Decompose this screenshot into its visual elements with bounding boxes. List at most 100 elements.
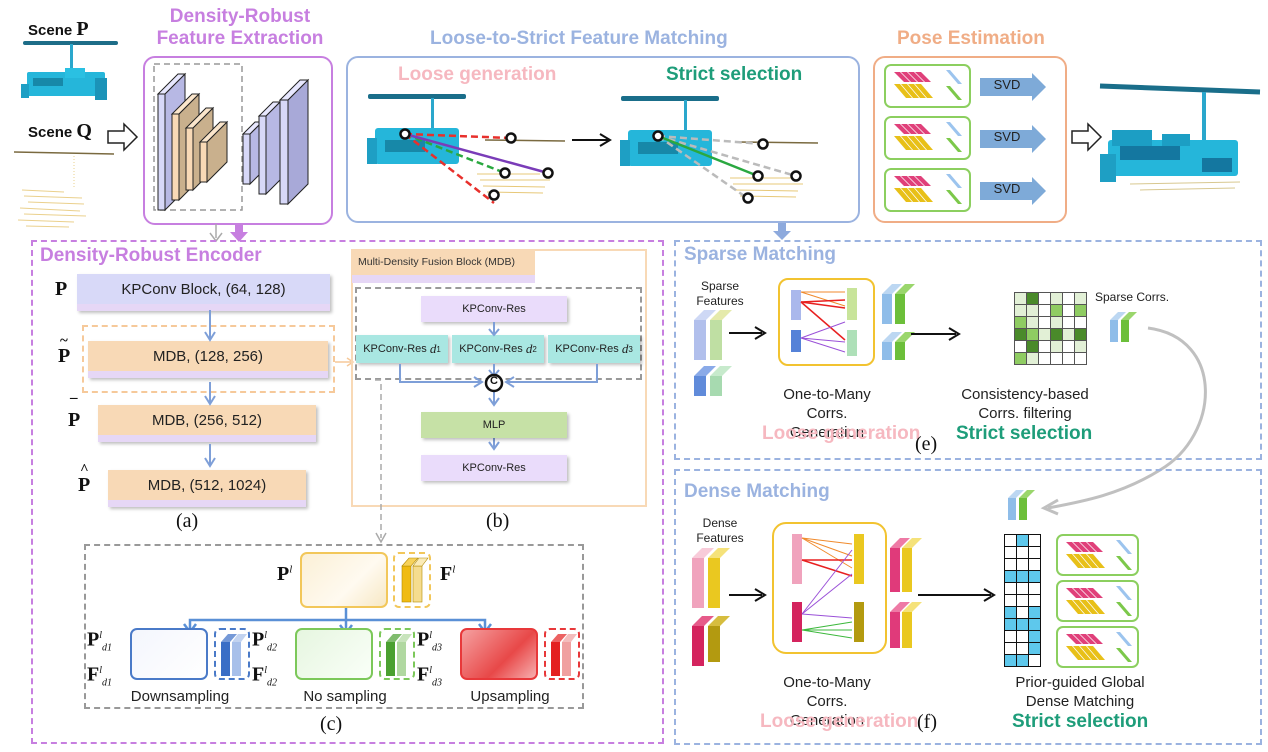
sparse-filter-label: Consistency-based Corrs. filtering [955,385,1095,423]
matching-title: Loose-to-Strict Feature Matching [430,28,728,49]
concat-symbol: C [490,375,498,387]
dense-candidate-features-icon [890,538,922,648]
branch-feature-thumb [379,628,415,680]
mdb-highlight-dashed-box [82,325,335,393]
svd-arrow [980,73,1046,101]
input-feature-letter: F [440,563,453,585]
branch-feature-stack-icon [221,634,247,676]
scene-p-text: Scene [28,22,73,39]
caption-b: (b) [486,510,510,532]
branch-label: Downsampling [130,688,230,705]
consistency-matrix [1014,292,1087,365]
caption-f: (f) [917,711,937,733]
dense-gen-label: One-to-Many Corrs. Generation [770,673,884,730]
mdb-title: Multi-Density Fusion Block (MDB) [352,250,535,275]
pose-correspondence-stack-icon [894,70,962,100]
input-point-symbol: Pl [277,563,293,585]
scene-q-symbol: Q [76,120,92,142]
input-arrow-icon [107,122,139,152]
branch-point-symbol: Pld2 Fld2 [252,628,277,689]
dense-match-line1: Prior-guided Global [1015,674,1145,691]
encoder-symbol-text: P [68,409,81,431]
sparse-corrs-label: Sparse Corrs. [1095,290,1170,304]
branch-label: Upsampling [470,688,550,705]
branch-sub-p: 2 [272,642,277,654]
dense-features-stack-icon [692,548,730,666]
sparse-gen-label: One-to-Many Corrs. Generation [770,385,884,442]
encoder-level-symbol: P [55,278,67,301]
dense-title: Dense Matching [684,481,830,502]
encoder-block: MDB, (256, 512) [98,405,316,442]
pose-correspondence-stack-icon [894,174,962,204]
sparse-candidate-features-icon [882,284,915,360]
mdb-branch-label: KPConv-Res [459,343,523,355]
dense-input-arrow-icon [729,588,767,602]
branch-point-cloud-thumb [295,628,373,680]
sparse-section [674,240,1262,460]
branch-sub-p: 3 [437,642,442,654]
branch-sub-f: 2 [272,677,277,689]
sparse-correspondence-box [778,278,875,366]
branch-point-cloud-thumb [130,628,208,680]
branch-point-symbol: Pld3 Fld3 [417,628,442,689]
scene-p-label: Scene P [28,18,89,41]
sparse-features-line2: Features [696,294,744,308]
dense-one-to-many-icon [792,534,864,642]
consistency-matrix-cell [1074,352,1087,365]
matching-panel [346,56,860,223]
registered-point-cloud [1099,83,1261,191]
encoder-symbol-letter: P [55,278,67,301]
encoder-block-label: MDB, (128, 256) [88,341,328,371]
sparse-features-line1: Sparse [700,279,740,293]
strict-selection-illustration [620,96,819,204]
caption-a: (a) [176,510,199,532]
sparse-filter-line2: Corrs. filtering [978,405,1072,422]
scene-q-label: Scene Q [28,120,92,143]
mdb-to-sampling-arrow [375,379,387,544]
mdb-kpconv-res-bottom: KPConv-Res [421,455,567,481]
sparse-one-to-many-icon [791,288,857,356]
dense-matrix-cell [1028,654,1041,667]
input-point-cloud-thumb [300,552,388,608]
loose-to-strict-arrow-icon [572,133,612,147]
encoder-section [31,240,664,744]
encoder-block: MDB, (128, 256) [88,341,328,378]
encoder-block-label: MDB, (256, 512) [98,405,316,435]
mdb-flow-arrows [399,322,598,451]
dense-hypothesis-box [1056,534,1139,576]
svd-arrow [980,177,1046,205]
sparse-features-stack-icon [694,310,732,396]
dense-match-label: Prior-guided Global Dense Matching [1000,673,1160,711]
branch-feature-stack-icon [386,634,412,676]
branch-label: No sampling [303,688,387,705]
dense-hypothesis-stack-icon [1066,540,1132,570]
encoder-flow-arrows [204,310,216,468]
output-arrow-icon [1071,122,1103,152]
dense-features-label: Dense Features [680,516,760,546]
branch-sub-f: 3 [437,677,442,689]
encoder-symbol-text: P [78,474,91,496]
branch-sub-p: 1 [107,642,112,654]
loose-generation-illustration [367,94,566,204]
svd-label: SVD [993,181,1021,196]
scene-q-text: Scene [28,124,73,141]
extraction-title-line1: Density-Robust [169,6,311,27]
encoder-block-label: KPConv Block, (64, 128) [77,274,330,304]
dense-strict-label: Strict selection [1012,711,1149,732]
dense-correspondence-box [772,522,887,654]
sparse-gen-line1: One-to-Many [783,386,871,403]
pose-hypothesis-box [884,116,971,160]
sparse-corrs-icon [1110,312,1137,342]
pose-hypothesis-box [884,64,971,108]
encoder-block-label: MDB, (512, 1024) [108,470,306,500]
sparse-loose-label: Loose generation [762,423,921,444]
encoder-block: KPConv Block, (64, 128) [77,274,330,311]
pose-correspondence-stack-icon [894,122,962,152]
branch-point-symbol: Pld1 Fld1 [87,628,112,689]
dense-match-line2: Dense Matching [1025,693,1135,710]
encoder-decoder-network-icon [153,63,310,212]
branch-feature-thumb [214,628,250,680]
svd-label: SVD [993,77,1021,92]
dense-gen-line1: One-to-Many [783,674,871,691]
mdb-branch-sub: 3 [628,344,633,354]
